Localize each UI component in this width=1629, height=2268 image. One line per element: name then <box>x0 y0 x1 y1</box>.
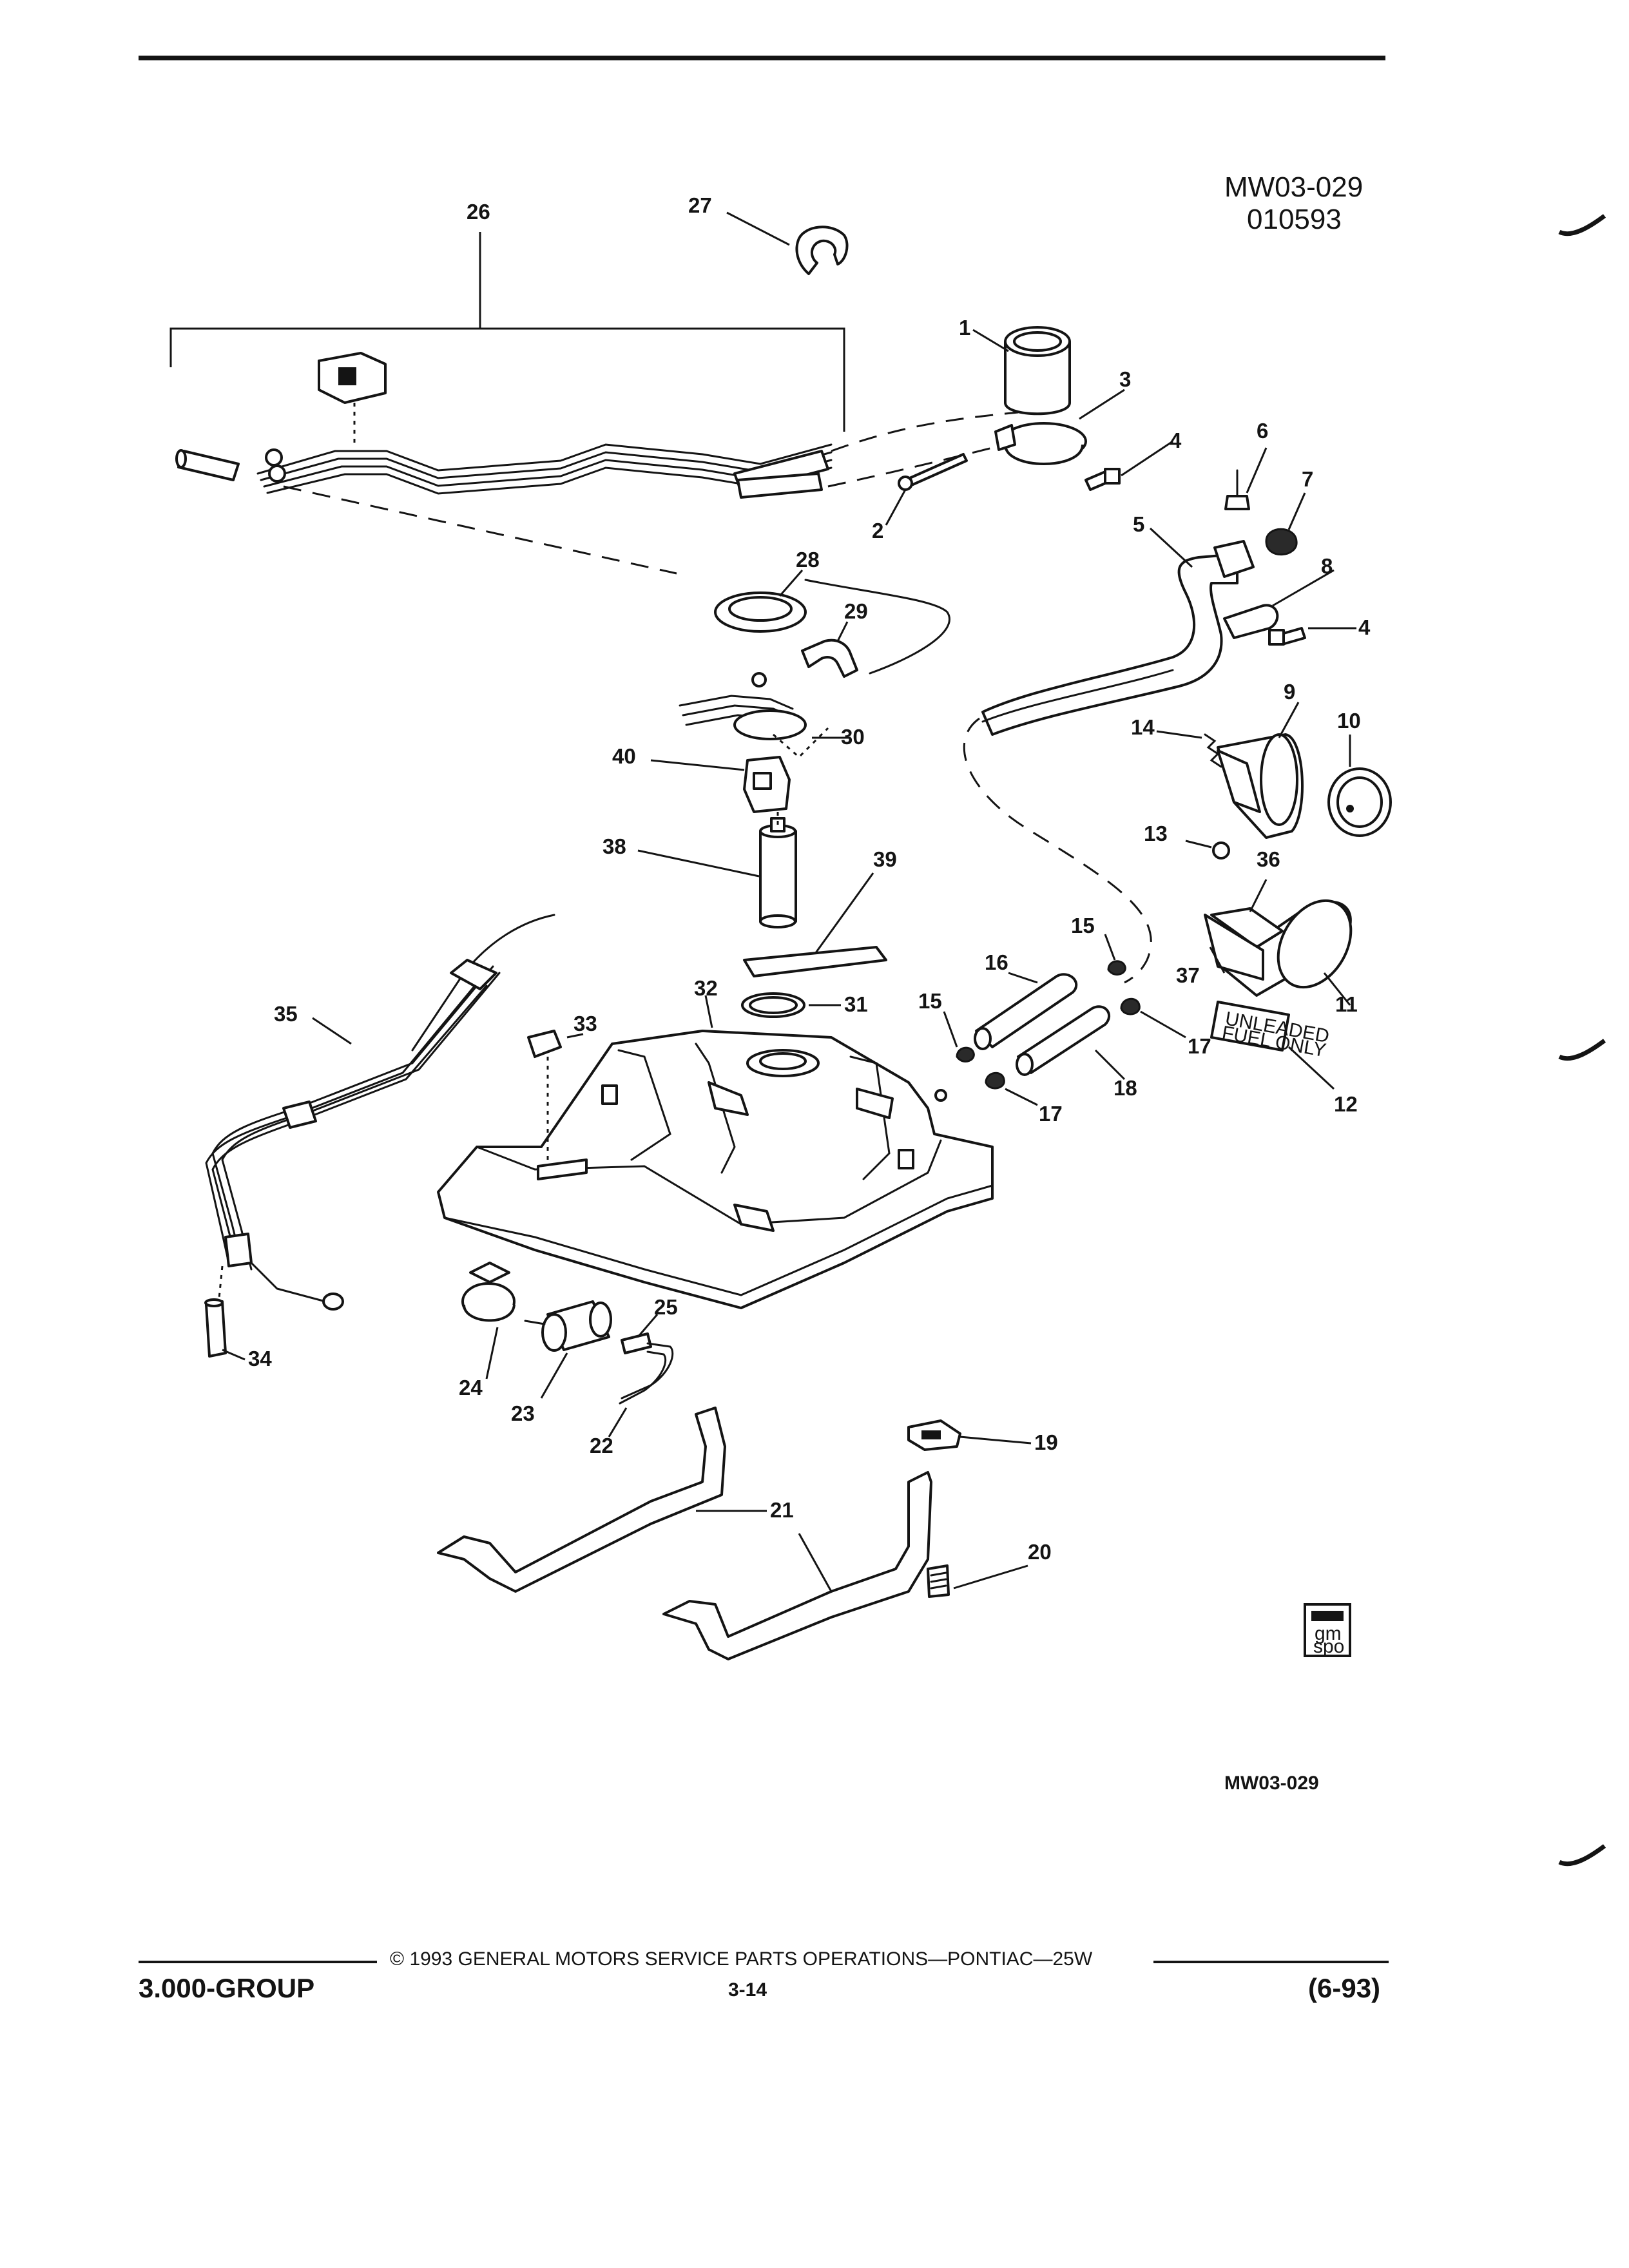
label-34: 34 <box>248 1347 272 1370</box>
label-22: 22 <box>590 1434 613 1457</box>
label-3: 3 <box>1119 367 1131 391</box>
tank-straps-21 <box>437 1407 932 1660</box>
filler-housing-9 <box>1217 702 1304 839</box>
fuel-tank-32 <box>437 995 994 1309</box>
clamp-15-lower <box>943 1011 975 1062</box>
label-15b: 15 <box>918 989 942 1013</box>
label-38: 38 <box>602 834 626 858</box>
clamp-15-upper <box>1104 934 1126 976</box>
fitting-25 <box>621 1314 659 1354</box>
bumper-13 <box>1185 840 1230 860</box>
label-13: 13 <box>1144 822 1168 845</box>
seal-10 <box>1327 735 1392 837</box>
label-17b: 17 <box>1039 1102 1063 1126</box>
svg-text:spo: spo <box>1313 1636 1344 1657</box>
label-23: 23 <box>511 1401 535 1425</box>
label-4a: 4 <box>1170 428 1182 452</box>
bolt-4-lower <box>1268 627 1356 646</box>
label-25: 25 <box>654 1295 678 1319</box>
label-24: 24 <box>459 1376 483 1399</box>
label-30: 30 <box>841 725 865 749</box>
label-7: 7 <box>1302 467 1313 491</box>
seal-31 <box>741 992 841 1018</box>
hose-16 <box>974 972 1078 1050</box>
bolt-4-upper <box>1084 440 1173 491</box>
clamp-17-lower <box>985 1072 1038 1106</box>
fuel-pump-38 <box>637 812 797 928</box>
screw-6 <box>1224 447 1268 510</box>
label-9: 9 <box>1284 680 1295 704</box>
label-6: 6 <box>1257 419 1268 443</box>
footer-group: 3.000-GROUP <box>139 1973 314 2003</box>
clamp-3 <box>994 389 1125 465</box>
label-12: 12 <box>1334 1092 1358 1116</box>
label-31: 31 <box>844 992 868 1016</box>
fuel-line-22 <box>608 1342 674 1437</box>
label-33: 33 <box>574 1012 597 1035</box>
label-29: 29 <box>844 599 868 623</box>
spring-14 <box>1156 730 1222 768</box>
bolt-20 <box>927 1564 1028 1598</box>
label-32: 32 <box>694 976 718 1000</box>
label-17a: 17 <box>1188 1034 1211 1058</box>
label-10: 10 <box>1337 709 1361 733</box>
drawing-code: MW03-029 <box>1224 171 1363 203</box>
label-15a: 15 <box>1071 914 1095 937</box>
label-2: 2 <box>872 519 883 543</box>
strainer-39 <box>743 872 887 977</box>
label-18: 18 <box>1113 1076 1137 1100</box>
decal-12: UNLEADED FUEL ONLY <box>1210 1001 1335 1090</box>
label-21: 21 <box>770 1498 794 1522</box>
lock-ring-28 <box>714 570 807 633</box>
gm-spo-logo: gm spo <box>1304 1603 1351 1657</box>
label-8: 8 <box>1321 554 1333 578</box>
label-19: 19 <box>1034 1430 1058 1454</box>
label-1: 1 <box>959 316 970 340</box>
insulator-33 <box>527 1030 584 1160</box>
part-number-labels: 1 2 3 4 4 5 6 7 8 9 10 11 12 13 14 15 15… <box>248 193 1371 1564</box>
fuel-lines-35 <box>205 914 555 1311</box>
grommet-7 <box>1265 492 1306 556</box>
label-11: 11 <box>1335 992 1358 1016</box>
label-27: 27 <box>688 193 712 217</box>
label-28: 28 <box>796 548 820 572</box>
footer-page: 3-14 <box>728 1979 767 2001</box>
edge-mark-3 <box>1558 1844 1606 1867</box>
edge-mark-1 <box>1558 214 1606 236</box>
edge-mark-2 <box>1558 1039 1606 1061</box>
tube-34 <box>204 1265 246 1361</box>
clamp-8 <box>1223 569 1335 639</box>
label-14: 14 <box>1131 715 1155 739</box>
clip-27 <box>726 211 849 275</box>
footer-date-code: (6-93) <box>1308 1973 1380 2003</box>
label-4b: 4 <box>1358 615 1371 639</box>
label-39: 39 <box>873 847 897 871</box>
footer-drawing-code: MW03-029 <box>1224 1773 1319 1794</box>
svg-text:gm: gm <box>1315 1623 1342 1644</box>
hinge-housing-37 <box>1204 914 1264 981</box>
label-20: 20 <box>1028 1540 1052 1564</box>
bracket-40 <box>650 756 791 813</box>
drawing-date: 010593 <box>1247 204 1342 235</box>
clamp-24 <box>461 1262 516 1379</box>
filler-neck-5 <box>981 527 1255 736</box>
fuel-filter-23 <box>524 1300 612 1399</box>
label-35: 35 <box>274 1002 298 1026</box>
hose-18 <box>1016 1005 1126 1081</box>
filter-canister-1 <box>972 326 1071 416</box>
hose-29 <box>801 621 858 678</box>
clamp-17-upper <box>1120 998 1186 1039</box>
bolt-2 <box>885 453 968 526</box>
label-16: 16 <box>985 950 1008 974</box>
sender-assembly-30 <box>679 672 851 759</box>
label-26: 26 <box>467 200 490 224</box>
label-5: 5 <box>1133 512 1144 536</box>
footer-copyright: © 1993 GENERAL MOTORS SERVICE PARTS OPER… <box>390 1948 1093 1970</box>
fuel-line-assembly-26 <box>169 232 845 499</box>
label-37: 37 <box>1176 963 1200 987</box>
clip-19 <box>907 1419 1032 1451</box>
label-36: 36 <box>1257 847 1280 871</box>
label-40: 40 <box>612 744 636 768</box>
